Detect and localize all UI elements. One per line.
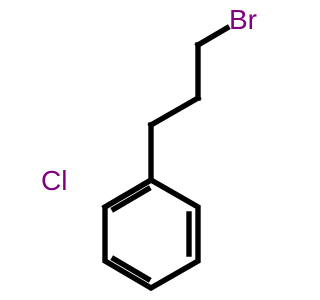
bond-lines [101,24,231,292]
ring-double-bond-top-left [110,185,152,213]
bond-br-ch2 [194,24,231,49]
benzene-ring [102,176,201,292]
ring-double-bond-bottom-left [110,255,152,283]
molecular-structure-diagram [101,24,231,292]
bromine-atom-label: Br [229,4,257,35]
bond-ch2-ch2-lower [147,94,202,129]
chlorine-atom-label: Cl [41,165,68,196]
